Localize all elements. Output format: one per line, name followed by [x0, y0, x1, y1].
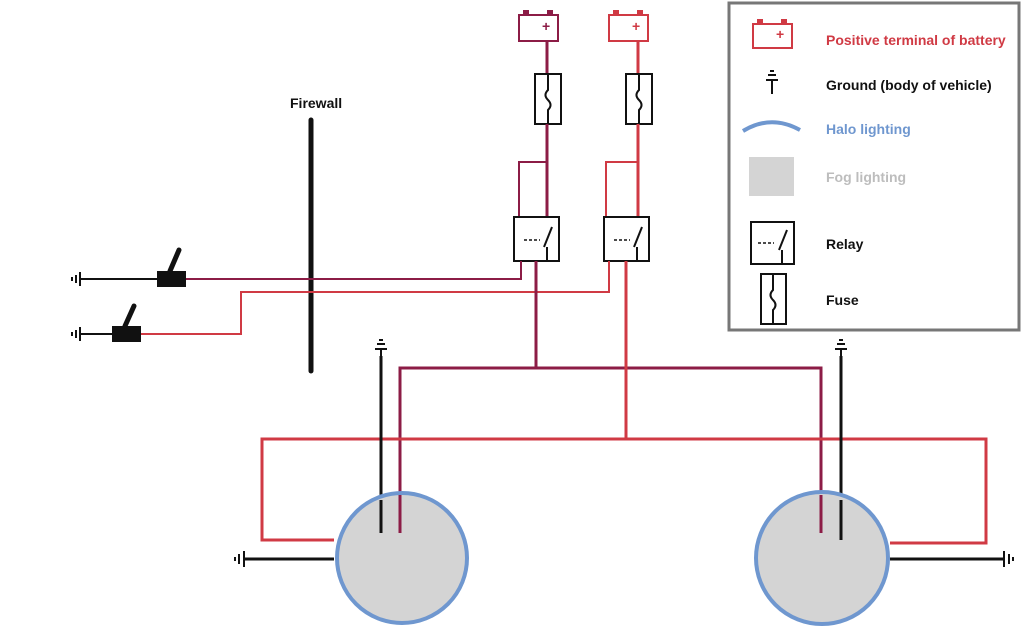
ground-icon — [234, 551, 245, 567]
fuse-left — [534, 73, 562, 125]
switch-top — [71, 247, 186, 287]
legend-label-fuse: Fuse — [826, 292, 859, 308]
lamp-left — [234, 491, 469, 625]
relay-left — [513, 216, 560, 262]
legend-label-battery: Positive terminal of battery — [826, 32, 1006, 48]
feed-wires — [518, 124, 640, 217]
lamp-wire-ends — [379, 495, 843, 540]
legend: + Positive terminal of battery Ground (b… — [727, 1, 1021, 332]
fog-lamp-left — [335, 491, 469, 625]
firewall-label: Firewall — [290, 95, 342, 111]
battery-right-plus: + — [632, 18, 640, 34]
ground-icon — [766, 70, 778, 94]
battery-icon: + — [752, 19, 793, 49]
ground-icon — [71, 272, 81, 286]
ground-icon — [375, 339, 387, 356]
legend-label-relay: Relay — [826, 236, 864, 252]
halo-icon — [741, 120, 801, 133]
legend-label-fog: Fog lighting — [826, 169, 906, 185]
ground-icon — [71, 327, 81, 341]
fuse-icon — [760, 273, 787, 325]
firewall: Firewall — [290, 95, 342, 374]
lamp-wires — [260, 261, 988, 545]
switch-wires — [141, 261, 610, 335]
battery-right: + — [608, 10, 649, 74]
relay-icon — [750, 221, 795, 265]
legend-label-halo: Halo lighting — [826, 121, 911, 137]
ground-icon — [1003, 551, 1014, 567]
battery-left-plus: + — [542, 18, 550, 34]
switch-bottom — [71, 303, 141, 342]
relay-right — [603, 216, 650, 262]
fuse-right — [625, 73, 653, 125]
ground-icon — [835, 339, 847, 356]
battery-left: + — [518, 10, 559, 74]
fog-icon — [749, 157, 794, 196]
fog-lamp-right — [754, 490, 890, 626]
lamp-right — [754, 490, 1014, 626]
svg-text:+: + — [776, 26, 784, 42]
legend-label-ground: Ground (body of vehicle) — [826, 77, 992, 93]
